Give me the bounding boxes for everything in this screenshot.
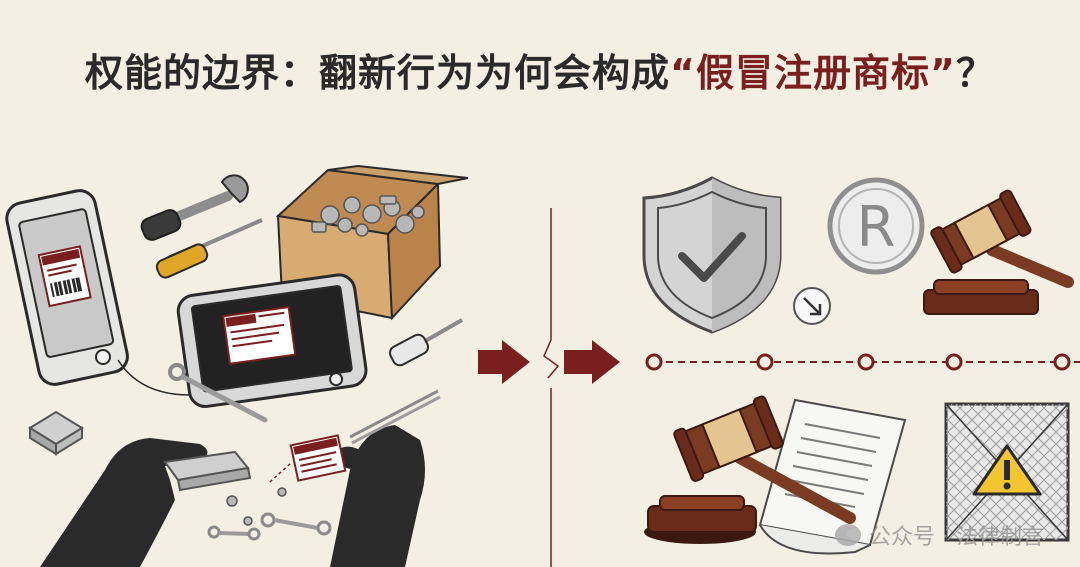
label-sticker-icon: [269, 434, 347, 483]
wechat-icon: [835, 524, 862, 546]
hand-left-icon: [40, 438, 252, 567]
gavel-icon: [923, 189, 1074, 315]
arrow-right-icon: [478, 340, 620, 384]
divider-line: [543, 208, 560, 567]
cable: [117, 359, 191, 396]
spanner-small-icon: [260, 512, 332, 536]
warning-icon: [944, 402, 1070, 542]
spanner-tiny-icon: [207, 525, 261, 541]
title-suffix: ？: [955, 51, 995, 95]
document-icon: [758, 398, 907, 555]
chip-icon: [28, 410, 84, 456]
wrench-icon: [140, 174, 249, 241]
timeline: [645, 353, 1080, 371]
svg-text:R: R: [857, 195, 896, 260]
title-accent: “假冒注册商标”: [670, 51, 956, 95]
screws-icon: [226, 487, 287, 526]
registered-trademark-icon: R: [827, 177, 925, 275]
cardboard-box-icon: [275, 164, 469, 321]
title-prefix: 权能的边界：翻新行为为何会构成: [85, 51, 671, 95]
pry-tool-icon: [168, 363, 268, 423]
smartphone-icon: [5, 189, 129, 386]
watermark: 公众号 · 法律制言: [835, 519, 1044, 551]
screwdriver-small-icon: [388, 318, 463, 367]
shield-check-icon: [642, 176, 782, 334]
hand-right-icon: [330, 425, 425, 567]
page-title: 权能的边界：翻新行为为何会构成“假冒注册商标”？: [0, 42, 1080, 97]
watermark-text: 公众号 · 法律制言: [869, 525, 1044, 550]
arrow-down-right-icon: [793, 287, 831, 325]
screwdriver-icon: [155, 218, 263, 279]
tweezers-icon: [349, 389, 441, 445]
gavel-bottom-icon: [644, 395, 856, 544]
smartphone-flat-icon: [176, 273, 368, 408]
